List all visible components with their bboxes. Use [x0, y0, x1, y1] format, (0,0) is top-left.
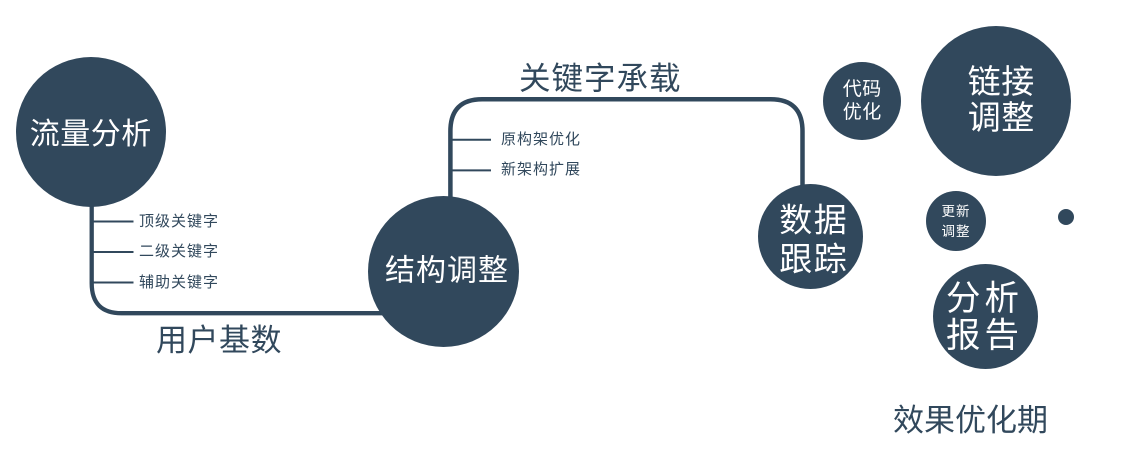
branch-label-new-architecture: 新架构扩展 [501, 161, 582, 179]
node-bullet-dot [1057, 209, 1074, 225]
node-traffic-analysis: 流量分析 [15, 57, 166, 207]
connector-structure-to-tracking [448, 97, 805, 220]
node-update-adjustment-line2: 调整 [941, 224, 971, 239]
branch-label-auxiliary-keyword: 辅助关键字 [139, 273, 220, 291]
node-data-tracking-line1: 数据 [779, 201, 849, 239]
node-analysis-report-line2: 报告 [946, 316, 1023, 355]
node-analysis-report-line1: 分析 [946, 279, 1023, 318]
node-update-adjustment: 更新 调整 [925, 191, 986, 251]
edge-label-keyword-bearing: 关键字承载 [519, 59, 682, 96]
node-link-adjustment-line1: 链接 [967, 62, 1035, 100]
node-code-optimization-line2: 优化 [842, 102, 882, 123]
node-traffic-analysis-label: 流量分析 [29, 118, 152, 151]
node-analysis-report: 分析 报告 [933, 264, 1038, 370]
node-data-tracking: 数据 跟踪 [758, 184, 863, 289]
connector-traffic-to-structure [89, 150, 410, 316]
branch-label-top-keyword: 顶级关键字 [139, 212, 220, 230]
edge-label-effect-phase: 效果优化期 [893, 402, 1048, 438]
node-structure-adjustment: 结构调整 [368, 195, 519, 347]
node-link-adjustment-line2: 调整 [967, 99, 1035, 136]
node-structure-adjustment-label: 结构调整 [385, 254, 509, 288]
branch-label-original-architecture: 原构架优化 [501, 130, 582, 148]
node-link-adjustment: 链接 调整 [921, 26, 1071, 176]
node-code-optimization-line1: 代码 [842, 79, 882, 100]
node-update-adjustment-line1: 更新 [941, 204, 971, 219]
node-data-tracking-line2: 跟踪 [779, 240, 849, 277]
branch-label-second-keyword: 二级关键字 [139, 243, 220, 260]
node-code-optimization: 代码 优化 [823, 62, 901, 140]
edge-label-user-base: 用户基数 [156, 323, 282, 358]
